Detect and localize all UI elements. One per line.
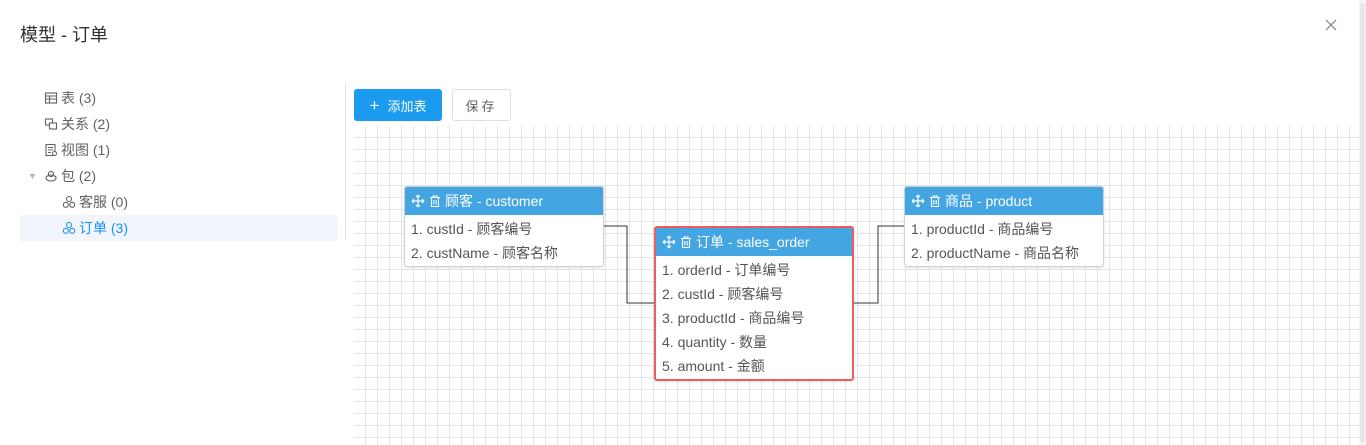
relation-line-order-product bbox=[853, 225, 905, 304]
tree-item-label: 关系 (2) bbox=[61, 116, 110, 132]
tree-item-package-order[interactable]: 订单 (3) bbox=[20, 215, 338, 241]
plus-icon: + bbox=[369, 95, 380, 115]
delete-icon[interactable] bbox=[428, 194, 442, 208]
entity-title: 顾客 - customer bbox=[445, 193, 544, 209]
relation-icon bbox=[44, 118, 58, 130]
tree-item-label: 视图 (1) bbox=[61, 142, 110, 158]
vertical-scrollbar[interactable] bbox=[1359, 0, 1366, 445]
move-icon[interactable] bbox=[662, 235, 676, 249]
tree-item-label: 表 (3) bbox=[61, 90, 96, 106]
add-table-button[interactable]: + 添加表 bbox=[354, 89, 442, 121]
move-icon[interactable] bbox=[911, 194, 925, 208]
entity-field[interactable]: 1. custId - 顾客编号 bbox=[411, 221, 533, 237]
package-icon bbox=[45, 170, 57, 182]
tree-item-label: 包 (2) bbox=[61, 168, 96, 184]
delete-icon[interactable] bbox=[928, 194, 942, 208]
dialog-title: 模型 - 订单 bbox=[20, 25, 108, 45]
entity-field[interactable]: 3. productId - 商品编号 bbox=[662, 310, 805, 326]
relation-links bbox=[604, 225, 905, 304]
entity-field[interactable]: 1. productId - 商品编号 bbox=[911, 221, 1054, 237]
entity-header[interactable]: 订单 - sales_order bbox=[656, 228, 852, 256]
subpackage-icon bbox=[62, 195, 76, 208]
entity-field[interactable]: 2. custName - 顾客名称 bbox=[411, 245, 559, 261]
subpackage-icon bbox=[62, 221, 76, 234]
entity-field[interactable]: 4. quantity - 数量 bbox=[662, 334, 768, 350]
entity-header[interactable]: 顾客 - customer bbox=[405, 187, 603, 215]
save-button[interactable]: 保存 bbox=[452, 89, 511, 121]
entity-field[interactable]: 5. amount - 金额 bbox=[662, 358, 765, 374]
entity-title: 商品 - product bbox=[945, 193, 1033, 209]
entity-field[interactable]: 2. custId - 顾客编号 bbox=[662, 286, 784, 302]
move-icon[interactable] bbox=[411, 194, 425, 208]
panel-divider[interactable] bbox=[345, 84, 346, 240]
tree-item-relations[interactable]: 关系 (2) bbox=[20, 111, 338, 137]
relation-line-customer-order bbox=[604, 225, 655, 304]
entity-customer[interactable]: 顾客 - customer 1. custId - 顾客编号 2. custNa… bbox=[404, 186, 604, 267]
table-icon bbox=[44, 92, 58, 104]
tree-item-label: 客服 (0) bbox=[79, 194, 128, 210]
tree-item-tables[interactable]: 表 (3) bbox=[20, 85, 338, 111]
entity-title: 订单 - sales_order bbox=[696, 234, 810, 250]
add-table-label: 添加表 bbox=[387, 98, 427, 114]
tree-item-label: 订单 (3) bbox=[79, 220, 128, 236]
tree-item-views[interactable]: 视图 (1) bbox=[20, 137, 338, 163]
entity-product[interactable]: 商品 - product 1. productId - 商品编号 2. prod… bbox=[904, 186, 1104, 267]
delete-icon[interactable] bbox=[679, 235, 693, 249]
tree-item-package-service[interactable]: 客服 (0) bbox=[20, 189, 338, 215]
diagram-canvas[interactable]: 顾客 - customer 1. custId - 顾客编号 2. custNa… bbox=[354, 126, 1359, 445]
entity-field[interactable]: 1. orderId - 订单编号 bbox=[662, 262, 791, 278]
entity-header[interactable]: 商品 - product bbox=[905, 187, 1103, 215]
close-icon[interactable] bbox=[1323, 17, 1339, 33]
view-icon bbox=[45, 143, 57, 157]
tree-item-packages[interactable]: ▼ 包 (2) bbox=[20, 163, 338, 189]
entity-field[interactable]: 2. productName - 商品名称 bbox=[911, 245, 1080, 261]
model-tree: 表 (3) 关系 (2) 视图 (1) ▼ 包 (2) bbox=[20, 85, 338, 241]
expand-caret-icon[interactable]: ▼ bbox=[28, 171, 37, 181]
entity-sales-order[interactable]: 订单 - sales_order 1. orderId - 订单编号 2. cu… bbox=[654, 226, 854, 381]
scrollbar-thumb[interactable] bbox=[1360, 3, 1365, 443]
